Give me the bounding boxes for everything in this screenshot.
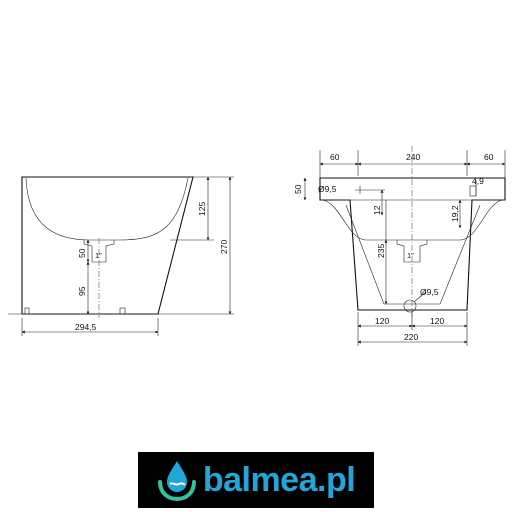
front-dim-pipe: 1" — [407, 251, 414, 260]
side-dim-50: 50 — [77, 248, 87, 258]
front-view: 60 240 60 50 Ø9,5 12 4,9 19,2 235 1" — [293, 146, 506, 346]
front-view-outline — [319, 177, 506, 311]
side-dim-width: 294,5 — [75, 322, 97, 332]
front-dim-foot-hole: Ø9,5 — [420, 287, 439, 297]
side-dim-270: 270 — [219, 240, 229, 254]
front-dim-12: 12 — [372, 205, 382, 215]
brand-logo[interactable]: balmea.pl — [138, 452, 374, 508]
front-dim-4-9: 4,9 — [472, 176, 484, 186]
front-dim-19-2: 19,2 — [450, 205, 460, 222]
side-view-foot-left — [24, 307, 30, 315]
front-dim-bottom-left: 120 — [375, 316, 389, 326]
front-dim-top-right: 60 — [484, 152, 494, 162]
side-dim-95: 95 — [77, 286, 87, 296]
side-view-foot-right — [119, 307, 126, 315]
water-drop-hands-icon — [157, 461, 196, 502]
front-dim-hole: Ø9,5 — [318, 184, 337, 194]
side-dim-125: 125 — [197, 202, 207, 216]
side-dim-pipe: 1" — [95, 251, 102, 260]
front-dim-rim: 50 — [293, 184, 303, 194]
front-dim-235: 235 — [376, 244, 386, 258]
front-dim-top-mid: 240 — [406, 152, 420, 162]
logo-text: balmea.pl — [202, 460, 356, 499]
front-dim-bottom-total: 220 — [404, 332, 418, 342]
front-view-drain — [396, 240, 428, 263]
front-view-basin-curve — [321, 199, 504, 241]
side-view: 125 270 50 95 1" 294,5 — [8, 176, 234, 336]
front-dim-top-left: 60 — [330, 152, 340, 162]
front-dim-bottom-right: 120 — [430, 316, 444, 326]
side-view-basin — [25, 177, 189, 241]
front-view-foot-hole — [403, 299, 417, 313]
front-view-tap-hole — [469, 185, 477, 197]
